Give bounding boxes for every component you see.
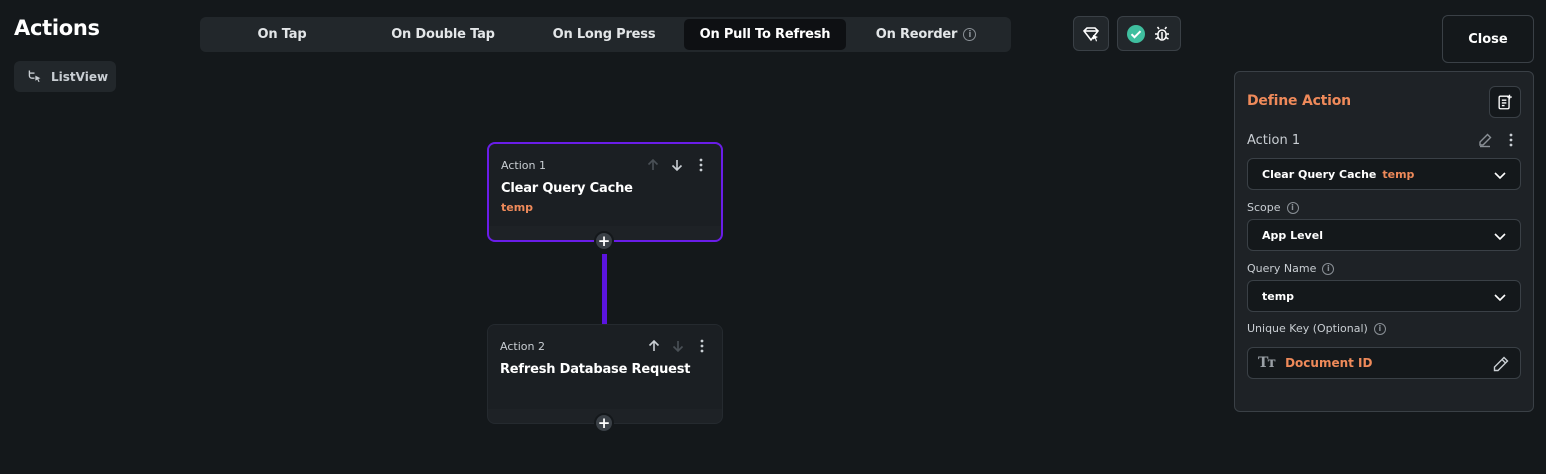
select-value: Clear Query Cache (1262, 167, 1377, 181)
info-icon[interactable]: i (963, 28, 977, 41)
query-name-label: Query Name i (1247, 262, 1335, 275)
field-label-text: Scope (1247, 201, 1281, 214)
unique-key-value: Document ID (1285, 356, 1373, 370)
tab-on-long-press[interactable]: On Long Press (524, 19, 684, 50)
tab-label: On Tap (257, 27, 307, 42)
field-label-text: Unique Key (Optional) (1247, 322, 1368, 335)
info-icon[interactable]: i (1322, 262, 1335, 275)
widget-tree-icon (28, 70, 41, 83)
info-icon[interactable]: i (1286, 201, 1299, 214)
unique-key-field[interactable]: Tт Document ID (1247, 347, 1521, 379)
widget-chip-label: ListView (51, 69, 109, 84)
add-action-button[interactable]: + (594, 231, 614, 251)
close-button[interactable]: Close (1442, 15, 1534, 63)
add-action-button[interactable]: + (594, 413, 614, 433)
action-label: Action 1 (501, 159, 546, 172)
info-icon[interactable]: i (1373, 322, 1386, 335)
add-action-note-button[interactable] (1489, 86, 1521, 118)
diamond-cursor-icon (1082, 26, 1100, 41)
edit-icon[interactable] (1492, 355, 1510, 373)
chevron-down-icon (1494, 172, 1506, 180)
note-add-icon (1498, 94, 1512, 110)
query-name-select[interactable]: temp (1247, 280, 1521, 312)
widget-chip[interactable]: ListView (14, 61, 116, 92)
action-card-2[interactable]: Action 2 Refresh Database Request (487, 324, 723, 424)
action-label: Action 2 (500, 340, 545, 353)
tab-on-pull-to-refresh[interactable]: On Pull To Refresh (684, 19, 846, 50)
page-title: Actions (14, 16, 100, 40)
card-controls (645, 157, 709, 173)
action-name: Refresh Database Request (500, 362, 691, 377)
scope-label: Scope i (1247, 201, 1299, 214)
more-vertical-icon[interactable] (1503, 132, 1519, 148)
unique-key-label: Unique Key (Optional) i (1247, 322, 1386, 335)
action-type-select[interactable]: Clear Query Cache temp (1247, 158, 1521, 190)
check-circle-icon (1127, 24, 1145, 43)
flow-connector (602, 254, 607, 324)
tab-on-tap[interactable]: On Tap (202, 19, 362, 50)
tab-on-double-tap[interactable]: On Double Tap (362, 19, 524, 50)
define-action-panel: Define Action Action 1 Clear Query Cache… (1234, 71, 1534, 412)
tab-label: On Double Tap (391, 27, 495, 42)
action-card-1[interactable]: Action 1 Clear Query Cache temp (487, 142, 723, 242)
edit-icon[interactable] (1477, 132, 1493, 148)
more-vertical-icon[interactable] (693, 157, 709, 173)
chevron-down-icon (1494, 233, 1506, 241)
tab-on-reorder[interactable]: On Reorder i (846, 19, 1006, 50)
chevron-down-icon (1494, 294, 1506, 302)
card-body (489, 144, 721, 226)
action-subtitle: temp (501, 201, 534, 214)
validation-debug-group[interactable] (1117, 16, 1181, 51)
select-value: App Level (1262, 228, 1323, 242)
arrow-down-icon[interactable] (669, 157, 685, 173)
action-header-controls (1477, 132, 1519, 148)
arrow-down-icon[interactable] (670, 338, 686, 354)
field-label-text: Query Name (1247, 262, 1317, 275)
select-value: temp (1262, 289, 1295, 303)
action-label: Action 1 (1247, 133, 1301, 148)
tab-label: On Pull To Refresh (699, 27, 831, 42)
select-tag: temp (1382, 167, 1415, 181)
bug-icon[interactable] (1152, 24, 1172, 44)
trigger-tabs: On Tap On Double Tap On Long Press On Pu… (200, 17, 1011, 52)
card-body (488, 325, 722, 409)
arrow-up-icon[interactable] (646, 338, 662, 354)
scope-select[interactable]: App Level (1247, 219, 1521, 251)
arrow-up-icon[interactable] (645, 157, 661, 173)
panel-title: Define Action (1247, 93, 1351, 109)
ai-agent-button[interactable] (1073, 16, 1109, 51)
text-type-icon: Tт (1258, 355, 1276, 371)
card-controls (646, 338, 710, 354)
more-vertical-icon[interactable] (694, 338, 710, 354)
tab-label: On Long Press (552, 27, 656, 42)
action-name: Clear Query Cache (501, 181, 633, 196)
tab-label: On Reorder (875, 27, 958, 42)
